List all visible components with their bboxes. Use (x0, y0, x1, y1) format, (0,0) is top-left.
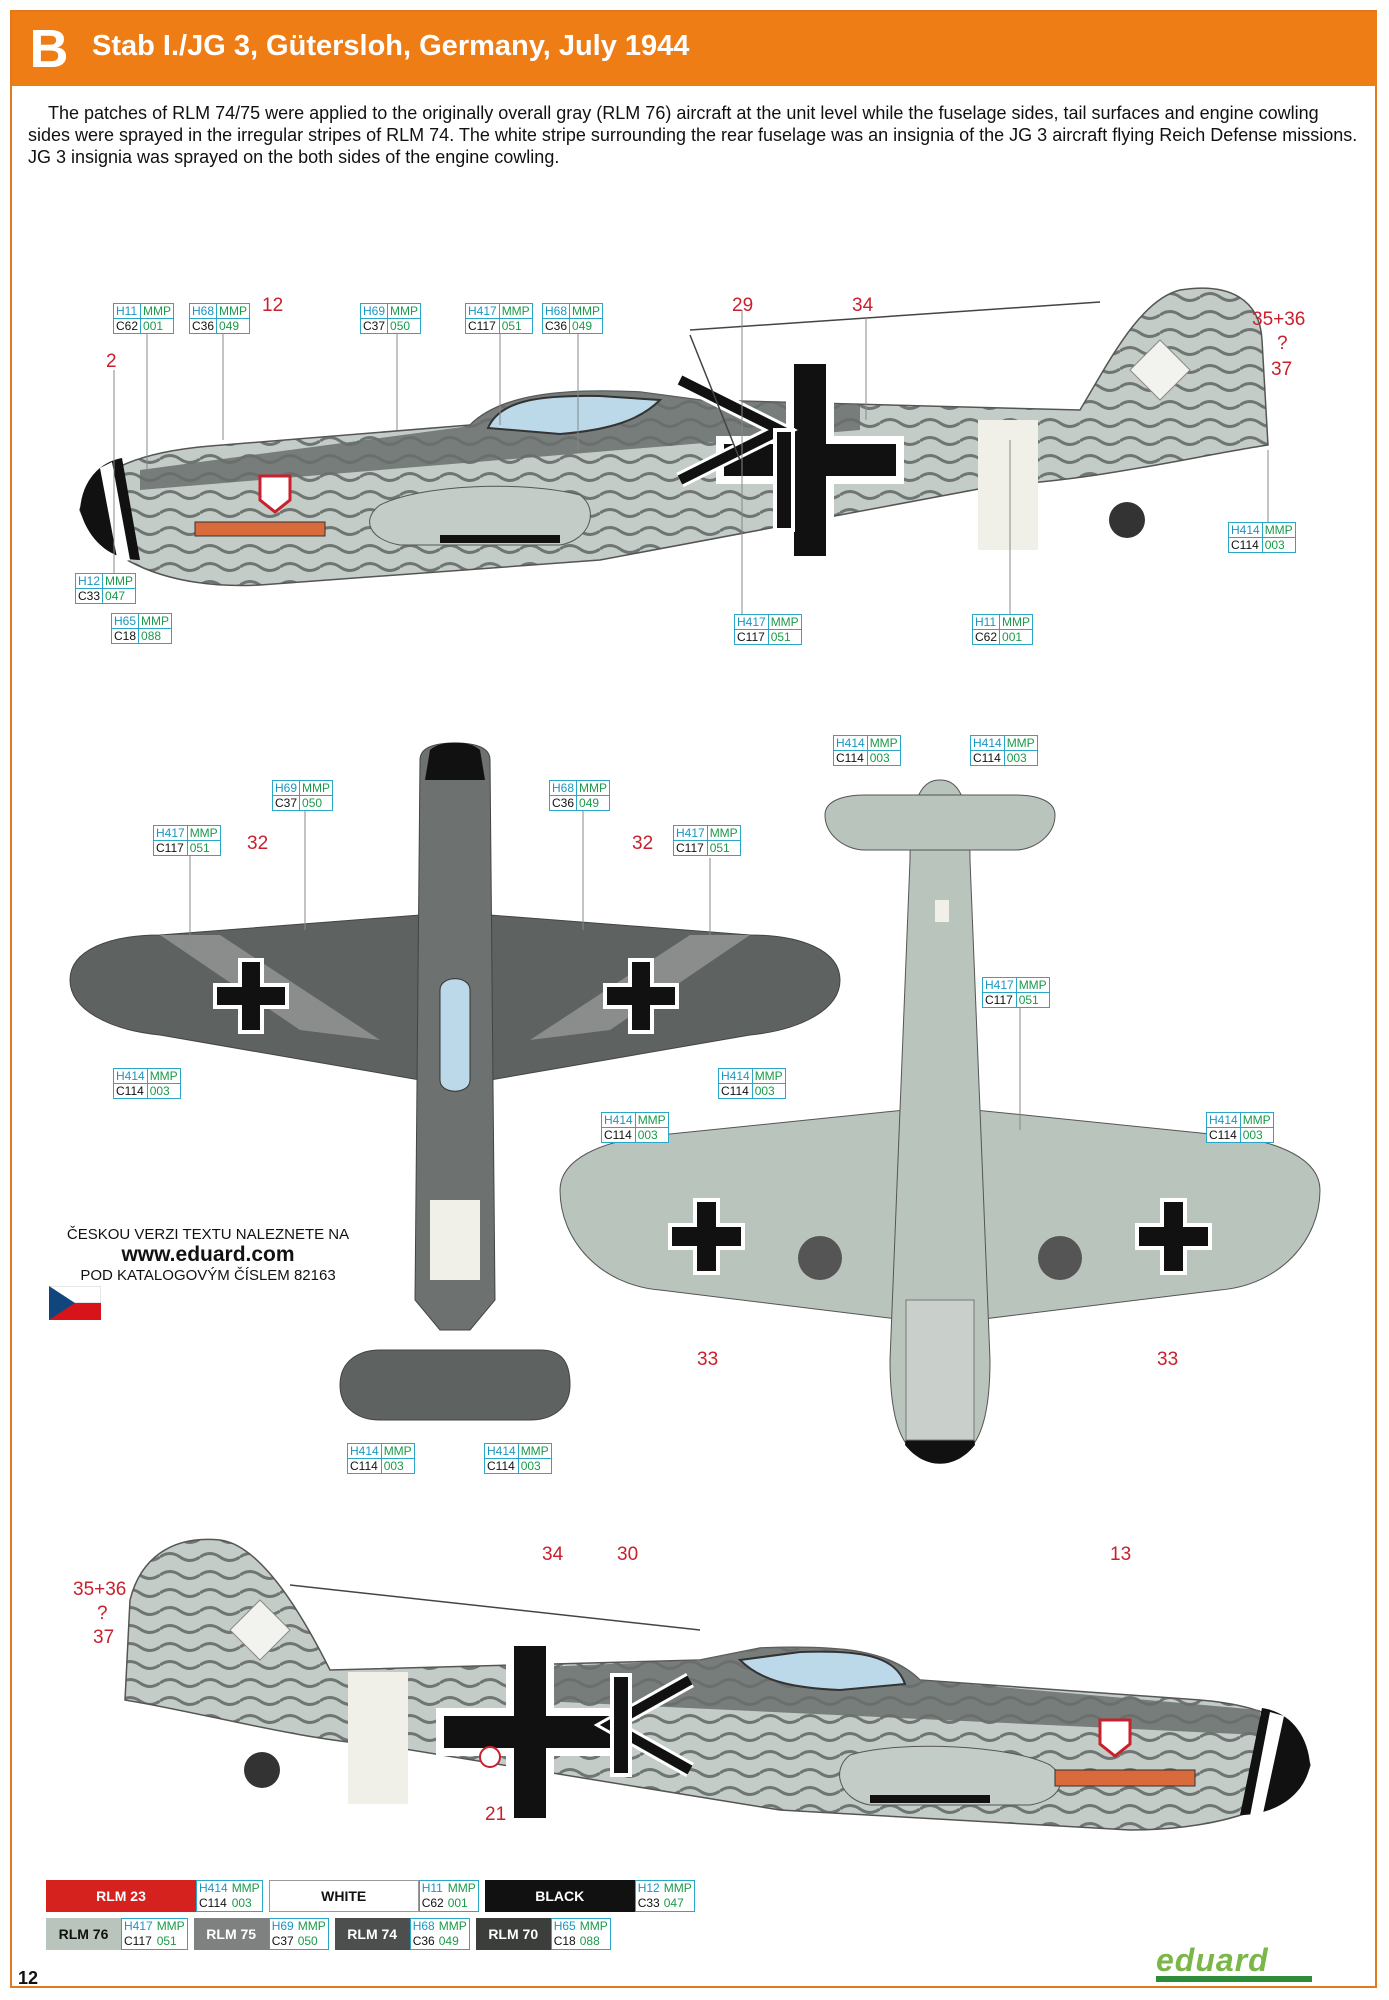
czech-note: ČESKOU VERZI TEXTU NALEZNETE NA www.edua… (48, 1226, 368, 1284)
legend-swatch: RLM 23 (46, 1880, 196, 1912)
czech-line-2: www.eduard.com (121, 1243, 295, 1266)
scheme-badge: B (29, 19, 69, 79)
callout-12: 12 (262, 295, 284, 316)
callout-34-bottom: 34 (542, 1544, 564, 1565)
callout-2: 2 (106, 351, 117, 372)
callout-37: 37 (1271, 359, 1293, 380)
callout-35-36-bottom: 35+36 (73, 1579, 127, 1600)
callout-33-left: 33 (697, 1349, 719, 1370)
czech-line-3: POD KATALOGOVÝM ČÍSLEM 82163 (80, 1267, 336, 1284)
callout-32-right: 32 (632, 833, 654, 854)
callout-question: ? (1277, 333, 1288, 354)
callout-13: 13 (1110, 1544, 1132, 1565)
legend-swatch: RLM 70 (475, 1918, 551, 1950)
legend-swatch: RLM 75 (193, 1918, 269, 1950)
eduard-logo: eduard (1156, 1942, 1269, 1978)
callout-29: 29 (732, 295, 754, 316)
logo-underline (1156, 1976, 1312, 1982)
page-title: Stab I./JG 3, Gütersloh, Germany, July 1… (92, 30, 690, 62)
callout-question-bottom: ? (97, 1603, 108, 1624)
profile-left-aircraft (79, 287, 1269, 587)
callout-37-bottom: 37 (93, 1627, 115, 1648)
callout-32-left: 32 (247, 833, 269, 854)
profile-right-aircraft (124, 1538, 1311, 1831)
description-text: The patches of RLM 74/75 were applied to… (28, 103, 1358, 167)
callout-33-right: 33 (1157, 1349, 1179, 1370)
callout-30: 30 (617, 1544, 639, 1565)
czech-flag-icon (49, 1286, 101, 1320)
legend-swatch: RLM 76 (46, 1918, 121, 1950)
plan-topside-aircraft (559, 779, 1321, 1464)
header-bar: B Stab I./JG 3, Gütersloh, Germany, July… (12, 12, 1377, 86)
callout-35-36: 35+36 (1252, 309, 1306, 330)
callout-34: 34 (852, 295, 874, 316)
legend-swatch: RLM 74 (334, 1918, 410, 1950)
czech-line-1: ČESKOU VERZI TEXTU NALEZNETE NA (66, 1226, 350, 1243)
legend-swatch: WHITE (268, 1880, 419, 1912)
leader-lines (113, 310, 1269, 1130)
legend-swatch: BLACK (484, 1880, 635, 1912)
page-frame (10, 10, 1377, 1988)
page-number: 12 (18, 1968, 39, 1988)
plan-underside-aircraft (69, 742, 841, 1421)
callout-21: 21 (485, 1804, 507, 1825)
